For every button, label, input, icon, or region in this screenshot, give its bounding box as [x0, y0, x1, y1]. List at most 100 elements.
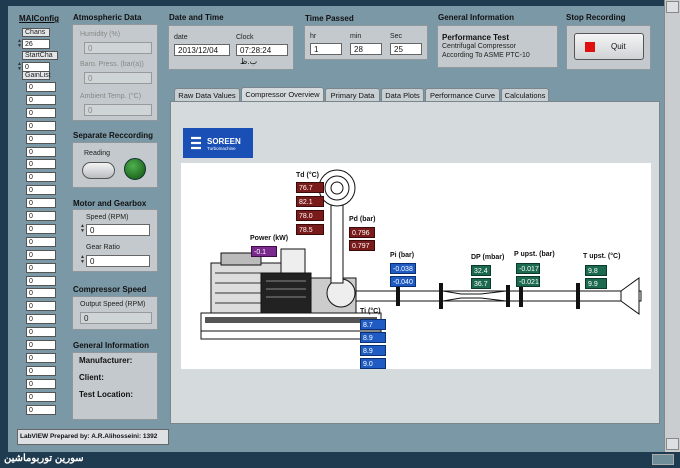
gainlist-cell[interactable]: 0: [26, 288, 56, 299]
chans-spin-icon[interactable]: ▲▼: [17, 38, 22, 49]
logo-sub: Turbomachine: [207, 146, 236, 151]
gainlist-cell[interactable]: 0: [26, 94, 56, 105]
reading-led-icon: [124, 158, 146, 180]
td-label: Td (°C): [296, 172, 320, 179]
gainlist-cell[interactable]: 0: [26, 82, 56, 92]
compressor-title: Compressor Speed: [73, 285, 147, 294]
gainlist-cell[interactable]: 0: [26, 301, 56, 312]
stop-square-icon: [585, 42, 595, 52]
logo-name: SOREEN: [207, 137, 241, 146]
gainlist-cell[interactable]: 0: [26, 172, 56, 183]
tab-data-plots[interactable]: Data Plots: [381, 88, 424, 102]
startcha-spin-icon[interactable]: ▲▼: [17, 61, 22, 72]
pupst-indicator: -0.017: [516, 263, 540, 274]
startcha-label: StartCha: [22, 51, 58, 60]
gainlist-cell[interactable]: 0: [26, 391, 56, 402]
gainlist-cell[interactable]: 0: [26, 340, 56, 350]
client-label: Client:: [79, 373, 104, 382]
gainlist-cell[interactable]: 0: [26, 249, 56, 260]
date-field: 2013/12/04: [174, 44, 230, 56]
tab-performance-curve[interactable]: Performance Curve: [425, 88, 500, 102]
speed-spin-icon[interactable]: ▲▼: [80, 223, 85, 234]
geninfo-box: [437, 25, 558, 68]
tab-raw-data-values[interactable]: Raw Data Values: [174, 88, 240, 102]
pupst-label: P upst. (bar): [514, 251, 555, 258]
scroll-down-button[interactable]: [666, 438, 679, 450]
td-indicator: 76.7: [296, 182, 324, 193]
gainlist-cell[interactable]: 0: [26, 262, 56, 273]
tupst-indicator: 9.8: [585, 265, 607, 276]
geninfo-title: General Information: [438, 13, 515, 22]
dp-indicator: 36.7: [471, 278, 491, 289]
reading-label: Reading: [84, 150, 111, 157]
pupst-indicator: -0.021: [516, 276, 540, 287]
hr-label: hr: [310, 33, 317, 40]
sec-field: 25: [390, 43, 422, 55]
gainlist-cell[interactable]: 0: [26, 185, 56, 196]
clock-field: 07:28:24 ب.ظ: [236, 44, 288, 66]
tupst-label: T upst. (°C): [583, 253, 621, 260]
geninfo-line1: Performance Test: [442, 33, 509, 42]
humidity-field[interactable]: 0: [84, 42, 152, 54]
gainlist-cell[interactable]: 0: [26, 133, 56, 144]
gainlist-cell[interactable]: 0: [26, 198, 56, 209]
gainlist-cell[interactable]: 0: [26, 404, 56, 415]
chans-field[interactable]: 26: [22, 39, 50, 49]
gainlist-cell[interactable]: 0: [26, 159, 56, 170]
geninfo-line2: Centrifugal Compressor: [442, 43, 516, 50]
gear-spin-icon[interactable]: ▲▼: [80, 254, 85, 265]
gainlist-cell[interactable]: 0: [26, 365, 56, 376]
manufacturer-label: Manufacturer:: [79, 356, 133, 365]
gainlist-cell[interactable]: 0: [26, 275, 56, 286]
output-speed-field: 0: [80, 312, 152, 324]
gainlist-cell[interactable]: 0: [26, 107, 56, 118]
gainlist-label: GainList: [22, 71, 51, 80]
tab-compressor-overview[interactable]: Compressor Overview: [241, 87, 324, 102]
geninfo-left-title: General Information: [73, 341, 150, 350]
hr-field: 1: [310, 43, 342, 55]
speed-label: Speed (RPM): [86, 214, 129, 221]
ambient-label: Ambient Temp. (°C): [80, 93, 142, 100]
gainlist-cell[interactable]: 0: [26, 327, 56, 338]
pd-indicator: 0.797: [349, 240, 375, 251]
scroll-up-button[interactable]: [666, 1, 679, 13]
timepassed-title: Time Passed: [305, 14, 354, 23]
tab-primary-data[interactable]: Primary Data: [325, 88, 380, 102]
pd-indicator: 0.796: [349, 227, 375, 238]
gainlist-cell[interactable]: 0: [26, 378, 56, 389]
soreen-logo: SOREEN Turbomachine: [183, 128, 253, 158]
min-label: min: [350, 33, 362, 40]
baro-field[interactable]: 0: [84, 72, 152, 84]
ambient-field[interactable]: 0: [84, 104, 152, 116]
output-speed-label: Output Speed (RPM): [80, 301, 146, 308]
quit-button[interactable]: Quit: [574, 33, 644, 60]
footer-text: سورین توربوماشین: [4, 453, 84, 464]
gainlist-cell[interactable]: 0: [26, 314, 56, 325]
datetime-title: Date and Time: [169, 13, 224, 22]
min-field: 28: [350, 43, 382, 55]
reading-toggle-switch[interactable]: [82, 162, 115, 179]
gainlist-cell[interactable]: 0: [26, 211, 56, 221]
gainlist-cell[interactable]: 0: [26, 146, 56, 157]
resize-grip-icon[interactable]: [652, 454, 674, 465]
gainlist-cell[interactable]: 0: [26, 120, 56, 131]
clock-label: Clock: [236, 34, 254, 41]
gainlist-cell[interactable]: 0: [26, 223, 56, 234]
separate-title: Separate Reccording: [73, 131, 154, 140]
gainlist-cell[interactable]: 0: [26, 236, 56, 247]
prepared-by-box: [17, 429, 169, 445]
ti-indicator: 8.9: [360, 345, 386, 356]
speed-field[interactable]: 0: [86, 224, 150, 236]
geninfo-line3: According To ASME PTC-10: [442, 52, 530, 59]
power-label: Power (kW): [250, 235, 289, 242]
vertical-scrollbar[interactable]: [664, 0, 680, 452]
tab-calculations[interactable]: Calculations: [501, 88, 549, 102]
humidity-label: Humidity (%): [80, 31, 121, 38]
td-indicator: 82.1: [296, 196, 324, 207]
ti-indicator: 9.0: [360, 358, 386, 369]
gear-label: Gear Ratio: [86, 244, 120, 251]
quit-label: Quit: [611, 42, 626, 51]
pi-label: Pi (bar): [390, 252, 415, 259]
gear-field[interactable]: 0: [86, 255, 150, 267]
gainlist-cell[interactable]: 0: [26, 352, 56, 363]
